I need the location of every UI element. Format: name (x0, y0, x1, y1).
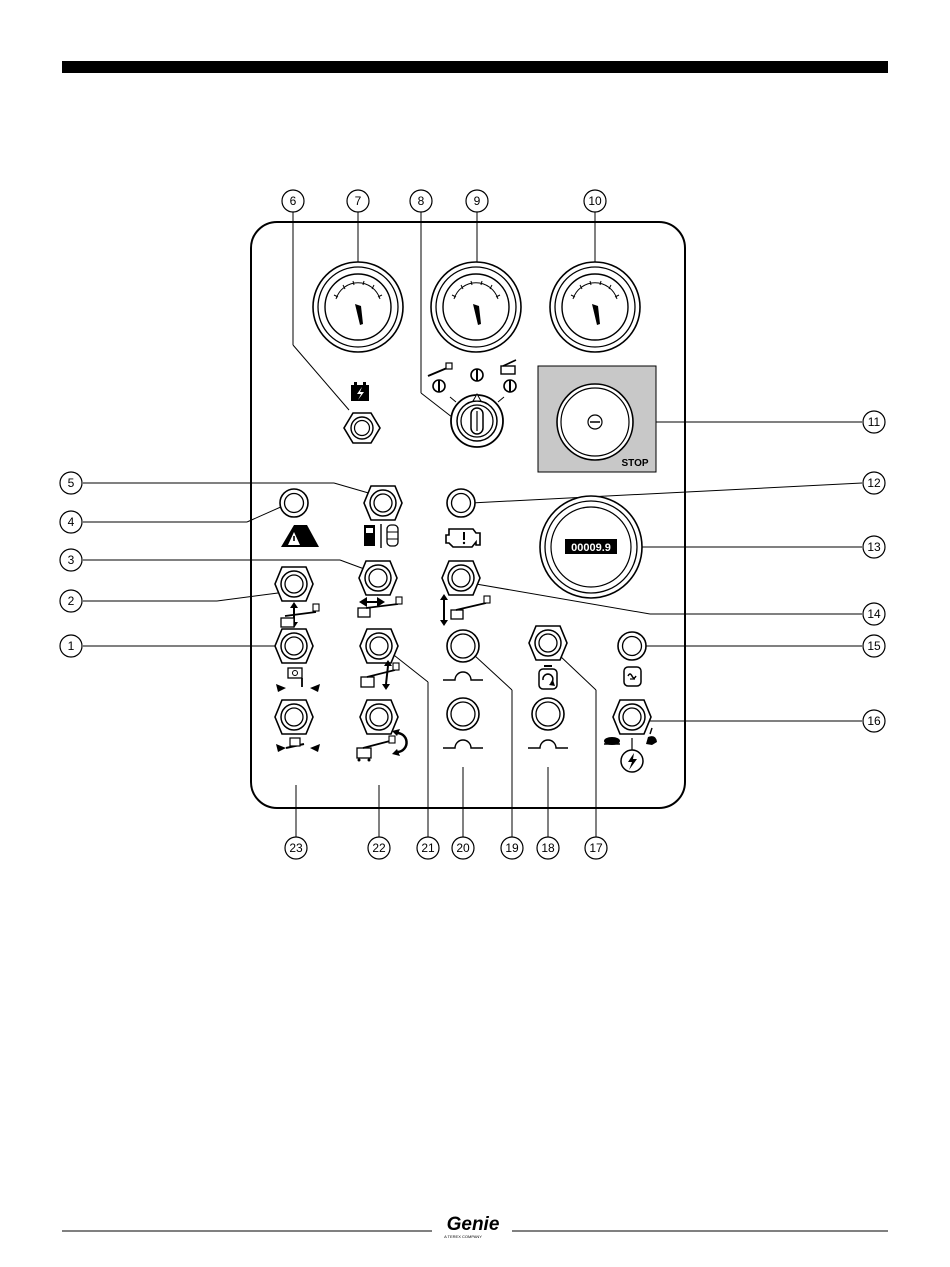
callout-13-label: 13 (867, 540, 881, 554)
callout-14-label: 14 (867, 607, 881, 621)
callout-2-label: 2 (68, 594, 75, 608)
turntable-rotate-toggle[interactable] (275, 629, 313, 663)
callout-7-label: 7 (355, 194, 362, 208)
function-light-center (447, 698, 479, 730)
platform-rotate-toggle[interactable] (360, 700, 398, 734)
glow-plug-light (618, 632, 646, 660)
callout-6-label: 6 (290, 194, 297, 208)
callout-9-label: 9 (474, 194, 481, 208)
callout-17-label: 17 (589, 841, 603, 855)
callout-12-label: 12 (867, 476, 881, 490)
gauge-left (313, 262, 403, 352)
key-switch[interactable] (450, 394, 504, 447)
primary-boom-toggle[interactable] (275, 567, 313, 601)
jib-boom-toggle[interactable] (442, 561, 480, 595)
callout-8-label: 8 (418, 194, 425, 208)
stop-label: STOP (621, 458, 648, 469)
turntable-rotate-alt-toggle[interactable] (275, 700, 313, 734)
battery-check-button[interactable] (344, 413, 380, 443)
function-light-left (447, 630, 479, 662)
genie-logo: Genie (447, 1214, 500, 1235)
fuel-lpg-icon (364, 524, 398, 548)
callout-3-label: 3 (68, 553, 75, 567)
secondary-boom-toggle[interactable] (359, 561, 397, 595)
callout-19-label: 19 (505, 841, 519, 855)
key-position-off-icon (471, 369, 483, 381)
callout-1-label: 1 (68, 639, 75, 653)
tilt-alarm-light (280, 489, 308, 517)
callout-16-label: 16 (867, 714, 881, 728)
callout-10-label: 10 (588, 194, 602, 208)
callout-22-label: 22 (372, 841, 386, 855)
emergency-stop-button[interactable] (538, 366, 656, 472)
engine-speed-toggle[interactable] (613, 700, 651, 734)
callout-11-label: 11 (868, 415, 881, 429)
callout-23-label: 23 (289, 841, 303, 855)
start-engine-toggle[interactable] (529, 626, 567, 660)
engine-start-icon (539, 666, 557, 689)
gauge-center (431, 262, 521, 352)
genie-logo-subtext: A TEREX COMPANY (444, 1234, 482, 1239)
callout-5-label: 5 (68, 476, 75, 490)
header-rule (62, 61, 888, 73)
fuel-select-switch[interactable] (364, 486, 402, 520)
callout-18-label: 18 (541, 841, 555, 855)
callout-4-label: 4 (68, 515, 75, 529)
glow-plug-icon (624, 667, 641, 686)
gauge-right (550, 262, 640, 352)
check-engine-light (447, 489, 475, 517)
callout-15-label: 15 (867, 639, 881, 653)
primary-boom-extend-toggle[interactable] (360, 629, 398, 663)
check-engine-icon (446, 529, 480, 547)
callout-21-label: 21 (421, 841, 435, 855)
hour-meter-value: 00009.9 (571, 542, 611, 554)
function-light-right (532, 698, 564, 730)
callout-20-label: 20 (456, 841, 470, 855)
